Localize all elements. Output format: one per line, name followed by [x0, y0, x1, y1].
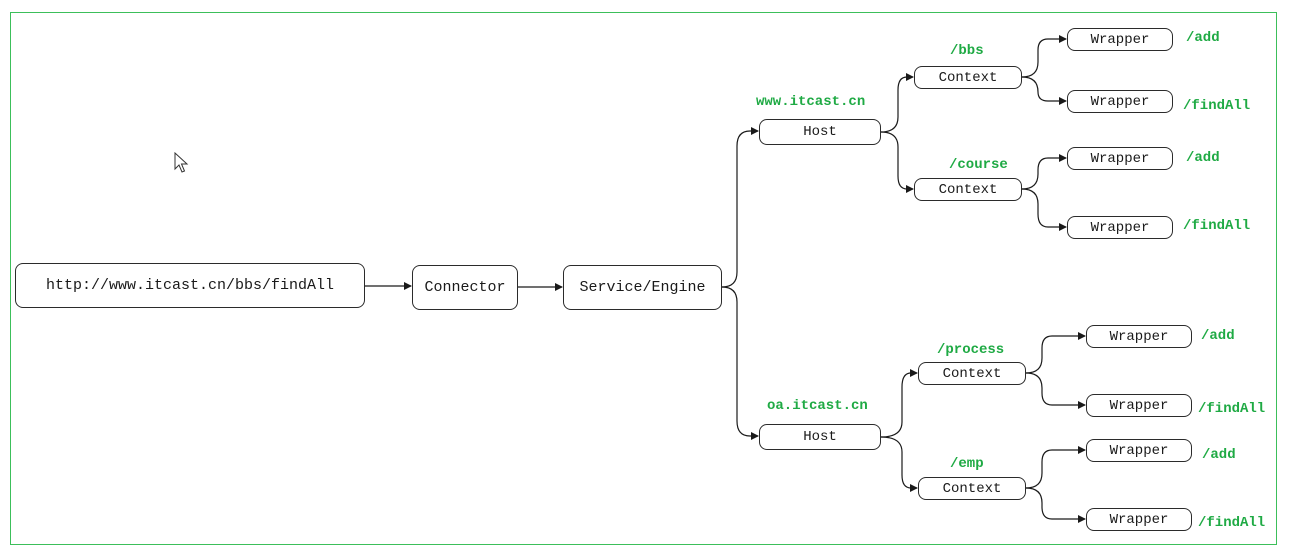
context-process-label: /process: [937, 342, 1005, 358]
request-url-node: http://www.itcast.cn/bbs/findAll: [15, 263, 365, 308]
connector-node: Connector: [412, 265, 518, 310]
servlet-findall-label: /findAll: [1183, 98, 1251, 114]
host-node-www: Host: [759, 119, 881, 145]
host2-label: oa.itcast.cn: [767, 398, 868, 414]
edge-bbs-wrapper-add: [1021, 35, 1067, 78]
context-node-course: Context: [914, 178, 1022, 201]
host1-label: www.itcast.cn: [756, 94, 866, 110]
edge-course-wrapper-add: [1021, 154, 1067, 190]
servlet-add-label: /add: [1201, 328, 1235, 344]
context-course-label: /course: [949, 157, 1008, 173]
servlet-findall-label: /findAll: [1183, 218, 1251, 234]
wrapper-node-emp-findall: Wrapper: [1086, 508, 1192, 531]
edge-host2-context-emp: [880, 436, 918, 492]
servlet-add-label: /add: [1186, 30, 1220, 46]
wrapper-node-course-add: Wrapper: [1067, 147, 1173, 170]
edge-engine-host1: [721, 127, 759, 288]
edge-host1-context-bbs: [880, 73, 914, 133]
servlet-add-label: /add: [1186, 150, 1220, 166]
service-engine-node: Service/Engine: [563, 265, 722, 310]
wrapper-node-process-findall: Wrapper: [1086, 394, 1192, 417]
edge-engine-host2: [721, 286, 759, 440]
edge-emp-wrapper-add: [1025, 446, 1086, 489]
wrapper-node-process-add: Wrapper: [1086, 325, 1192, 348]
wrapper-node-course-findall: Wrapper: [1067, 216, 1173, 239]
wrapper-node-bbs-findall: Wrapper: [1067, 90, 1173, 113]
edge-emp-wrapper-findall: [1025, 487, 1086, 523]
edge-bbs-wrapper-findall: [1021, 76, 1067, 105]
context-bbs-label: /bbs: [950, 43, 984, 59]
edge-process-wrapper-add: [1025, 332, 1086, 374]
edge-course-wrapper-findall: [1021, 188, 1067, 231]
context-node-process: Context: [918, 362, 1026, 385]
servlet-findall-label: /findAll: [1198, 401, 1266, 417]
servlet-add-label: /add: [1202, 447, 1236, 463]
host-node-oa: Host: [759, 424, 881, 450]
wrapper-node-emp-add: Wrapper: [1086, 439, 1192, 462]
edge-host2-context-process: [880, 369, 918, 438]
servlet-findall-label: /findAll: [1198, 515, 1266, 531]
mouse-pointer-icon: [174, 152, 189, 173]
context-node-emp: Context: [918, 477, 1026, 500]
edge-process-wrapper-findall: [1025, 372, 1086, 409]
diagram-frame: [10, 12, 1277, 545]
edge-host1-context-course: [880, 131, 914, 193]
context-node-bbs: Context: [914, 66, 1022, 89]
wrapper-node-bbs-add: Wrapper: [1067, 28, 1173, 51]
context-emp-label: /emp: [950, 456, 984, 472]
